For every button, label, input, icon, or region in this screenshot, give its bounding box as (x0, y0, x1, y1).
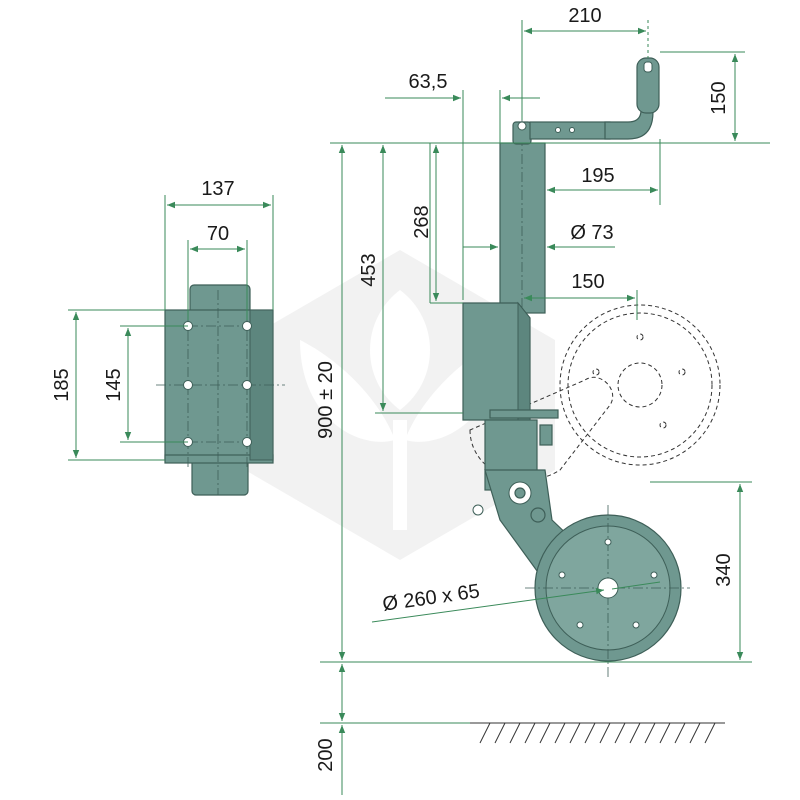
clamp-top-height-label: 453 (358, 253, 380, 286)
wheel (525, 505, 690, 680)
hole-spacing-v-label: 145 (103, 368, 125, 401)
plate-height-label: 185 (51, 368, 73, 401)
folded-wheel-outline (469, 304, 721, 481)
handle-height-label: 150 (708, 81, 730, 114)
tube-diameter-label: Ø 73 (570, 222, 613, 244)
jockey-wheel-view: 210 150 63,5 195 Ø 73 268 453 150 (315, 5, 770, 795)
ground-hatch (470, 722, 725, 744)
plate-width-label: 137 (201, 178, 234, 200)
overall-height-label: 900 ± 20 (315, 361, 337, 439)
wheel-size-label: Ø 260 x 65 (381, 580, 481, 615)
hole-spacing-h-label: 70 (207, 223, 229, 245)
clamp-flange (489, 409, 559, 419)
wheel-height-label: 340 (713, 553, 735, 586)
crank-offset-label: 210 (568, 5, 601, 27)
mounting-plate-view: 137 70 185 145 (51, 178, 285, 496)
upper-tube (499, 142, 546, 314)
clamp-height-label: 268 (411, 205, 433, 238)
crank-reach-label: 195 (581, 165, 614, 187)
wheel-offset-label: 150 (571, 271, 604, 293)
ground-clearance-label: 200 (315, 738, 337, 771)
bracket-offset-label: 63,5 (409, 71, 448, 93)
